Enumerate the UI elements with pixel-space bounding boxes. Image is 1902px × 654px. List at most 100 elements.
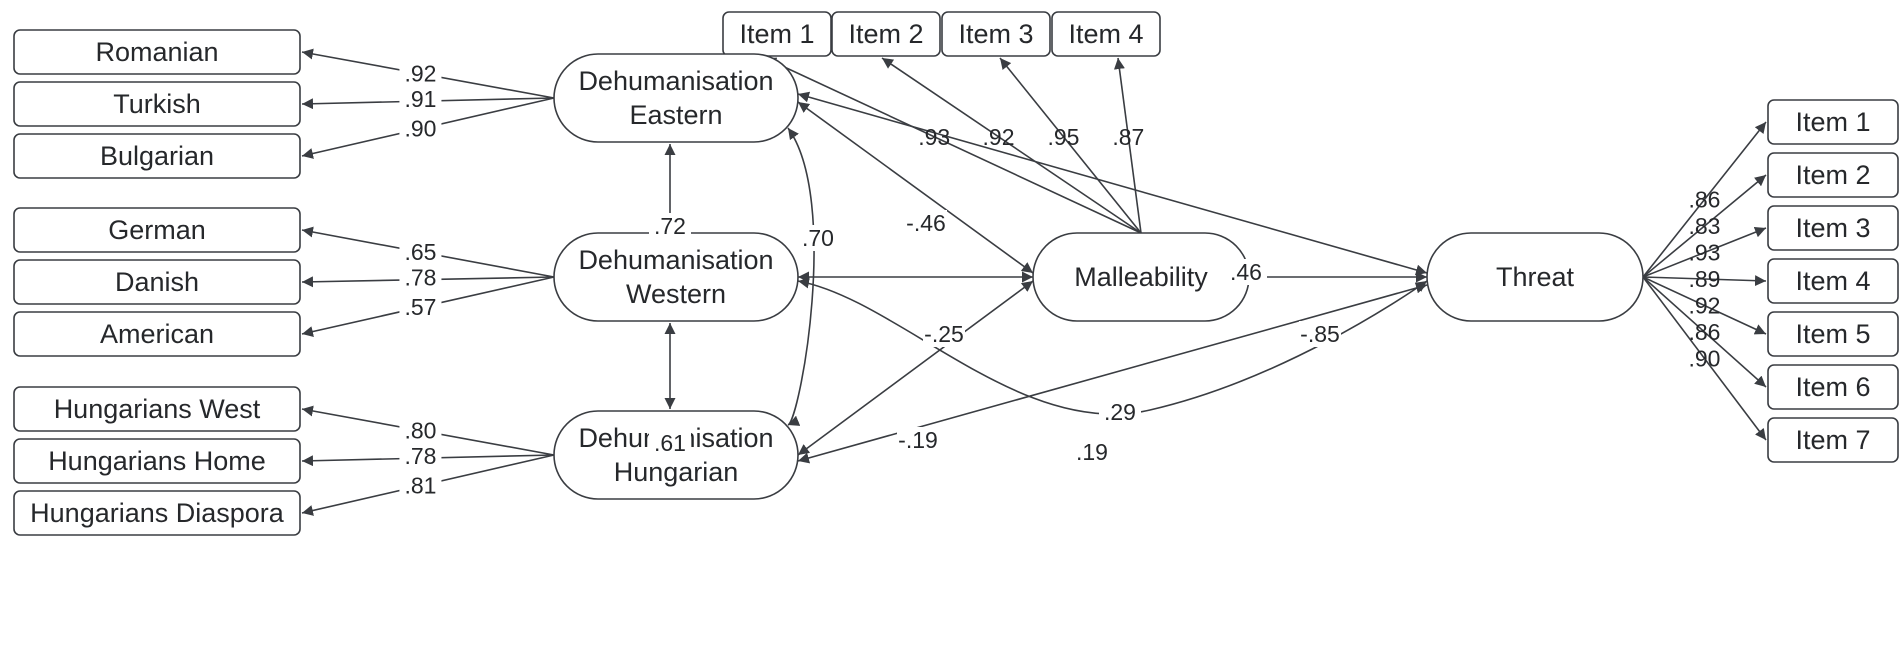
indicator-hungarian-2: Hungarians Home: [13, 438, 301, 484]
coefficient-value: .86: [1689, 319, 1721, 345]
indicator-western-3: American: [13, 311, 301, 357]
coefficient-value: .86: [1689, 187, 1721, 213]
indicator-eastern-1: Romanian: [13, 29, 301, 75]
path-label-western-malleability: -.25: [923, 321, 965, 347]
indicator-label: Item 7: [1795, 425, 1870, 455]
indicator-label: Hungarians Home: [48, 446, 266, 476]
loading-label-hungarian-3: .81: [399, 472, 442, 499]
indicator-western-2: Danish: [13, 259, 301, 305]
coefficient-value: .70: [802, 225, 834, 251]
indicator-eastern-2: Turkish: [13, 81, 301, 127]
path-eastern-threat: [797, 91, 1428, 276]
indicator-threat-7: Item 7: [1767, 417, 1899, 463]
coefficient-label-background: [399, 239, 442, 266]
latent-label-line: Malleability: [1074, 262, 1208, 292]
indicator-threat-5: Item 5: [1767, 311, 1899, 357]
loading-arrow-threat-5: [1642, 276, 1767, 335]
loading-arrow-threat-7: [1642, 276, 1767, 441]
indicator-box: [722, 11, 832, 57]
coefficient-value: .57: [404, 294, 436, 320]
indicator-western-1: German: [13, 207, 301, 253]
path-label-eastern-threat: .46: [1225, 259, 1267, 285]
latent-malleability: Malleability: [1032, 232, 1250, 322]
loading-arrow-malleability-1: [764, 57, 1142, 234]
loading-arrow-threat-2: [1642, 174, 1767, 278]
coefficient-value: -.46: [906, 210, 946, 236]
loading-label-threat-3: .93: [1689, 240, 1721, 266]
indicator-label: Romanian: [95, 37, 218, 67]
latent-label-line: Dehumanisation: [578, 66, 773, 96]
indicator-label: Item 1: [739, 19, 814, 49]
indicator-label: Hungarians West: [54, 394, 261, 424]
indicator-box: [831, 11, 941, 57]
indicator-box: [1767, 152, 1899, 198]
coefficient-value: .92: [983, 124, 1015, 150]
indicator-threat-4: Item 4: [1767, 258, 1899, 304]
latent-threat: Threat: [1426, 232, 1644, 322]
indicator-box: [13, 29, 301, 75]
coefficient-value: .92: [404, 61, 436, 87]
coefficient-label-background: [905, 210, 947, 236]
coefficient-value: .19: [1076, 439, 1108, 465]
indicator-hungarian-1: Hungarians West: [13, 386, 301, 432]
indicator-label: Item 2: [1795, 160, 1870, 190]
coefficient-value: .93: [1689, 240, 1721, 266]
coefficient-label-background: [897, 427, 939, 453]
loading-label-malleability-3: .95: [1047, 124, 1079, 150]
coefficient-value: -.19: [898, 427, 938, 453]
coefficient-label-background: [1099, 399, 1141, 425]
loading-label-malleability-4: .87: [1112, 124, 1144, 150]
coefficient-label-background: [399, 294, 442, 321]
coefficient-label-background: [399, 264, 442, 291]
coefficient-value: .83: [1689, 213, 1721, 239]
loading-label-malleability-1: .93: [918, 124, 950, 150]
indicator-label: Hungarians Diaspora: [30, 498, 285, 528]
loading-label-threat-7: .90: [1689, 346, 1721, 372]
indicator-box: [13, 81, 301, 127]
coefficient-label-background: [399, 417, 442, 444]
loading-label-western-3: .57: [399, 294, 442, 321]
indicator-box: [13, 438, 301, 484]
indicator-label: Item 4: [1795, 266, 1870, 296]
indicator-box: [13, 207, 301, 253]
indicator-threat-1: Item 1: [1767, 99, 1899, 145]
indicator-threat-6: Item 6: [1767, 364, 1899, 410]
coefficient-label-background: [1071, 439, 1113, 465]
path-label-hungarian-threat: .19: [1071, 439, 1113, 465]
latent-oval: [1426, 232, 1644, 322]
coefficient-label-background: [399, 60, 442, 87]
coefficient-value: .91: [404, 86, 436, 112]
indicator-eastern-3: Bulgarian: [13, 133, 301, 179]
indicator-box: [1767, 258, 1899, 304]
loading-label-eastern-1: .92: [399, 60, 442, 87]
indicator-box: [1767, 417, 1899, 463]
coefficient-label-background: [923, 321, 965, 347]
loading-label-threat-6: .86: [1689, 319, 1721, 345]
indicator-box: [13, 386, 301, 432]
indicator-label: Item 6: [1795, 372, 1870, 402]
coefficient-value: .78: [404, 443, 436, 469]
loading-label-malleability-2: .92: [983, 124, 1015, 150]
loading-label-hungarian-2: .78: [399, 443, 442, 470]
coefficient-value: .29: [1104, 399, 1136, 425]
coefficient-value: .90: [404, 116, 436, 142]
coefficient-label-background: [399, 86, 442, 113]
coefficient-label-background: [1225, 259, 1267, 285]
indicator-label: Item 1: [1795, 107, 1870, 137]
coefficient-value: .72: [654, 213, 686, 239]
indicator-malleability-2: Item 2: [831, 11, 941, 57]
indicator-label: Bulgarian: [100, 141, 214, 171]
indicator-label: German: [108, 215, 206, 245]
loading-arrow-threat-3: [1642, 226, 1767, 278]
coefficient-label-background: [1299, 321, 1341, 347]
coefficient-value: .81: [404, 473, 436, 499]
coefficient-value: .93: [918, 124, 950, 150]
loading-arrow-threat-1: [1642, 121, 1767, 278]
indicator-box: [1767, 364, 1899, 410]
indicator-label: Turkish: [113, 89, 201, 119]
indicator-box: [1767, 205, 1899, 251]
coefficient-label-background: [399, 115, 442, 142]
nodes-layer: RomanianTurkishBulgarianGermanDanishAmer…: [13, 11, 1899, 536]
